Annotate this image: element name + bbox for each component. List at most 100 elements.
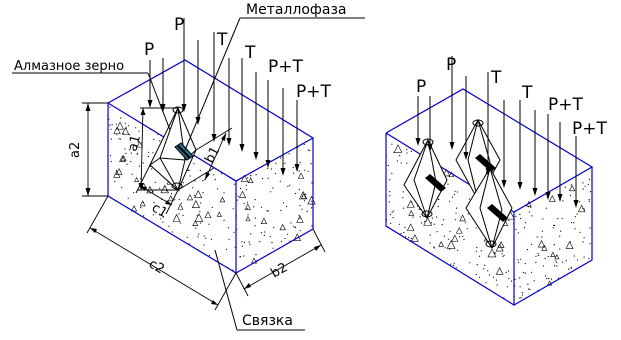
bond-grit-dot [309, 149, 311, 151]
load-arrow-head [427, 144, 433, 152]
bond-grit-mark [550, 251, 556, 257]
bond-grit-dot [270, 168, 272, 170]
bond-grit-dot [162, 221, 164, 223]
bond-grit-dot [570, 221, 573, 224]
bond-grit-dot [211, 206, 213, 208]
bond-grit-mark [172, 213, 181, 222]
bond-grit-dot [237, 195, 239, 197]
bond-grit-dot [488, 274, 491, 276]
bond-grit-dot [559, 235, 561, 237]
bond-grit-mark [296, 215, 304, 223]
bond-grit-dot [389, 214, 391, 216]
bond-grit-dot [289, 184, 291, 186]
bond-grit-mark [554, 254, 560, 260]
bond-grit-dot [174, 199, 176, 201]
bond-grit-dot [402, 207, 405, 209]
bond-grit-dot [511, 280, 513, 282]
bond-grit-dot [556, 262, 558, 264]
bond-grit-dot [299, 217, 301, 219]
left-dimension-arrows [85, 103, 321, 305]
bond-grit-dot [541, 230, 544, 232]
load-arrow-head [147, 100, 153, 108]
bond-grit-dot [198, 233, 200, 235]
bond-grit-mark [455, 226, 463, 234]
bond-grit-mark [121, 127, 130, 135]
diamond-grain-leader [147, 72, 171, 131]
bond-grit-dot [437, 206, 439, 208]
bond-grit-dot [299, 161, 301, 164]
bond-grit-dot [271, 242, 273, 244]
bond-grit-dot [391, 172, 393, 174]
bond-grit-dot [412, 216, 414, 218]
bond-grit-dot [298, 170, 300, 172]
bond-grit-dot [398, 223, 400, 225]
bond-grit-mark [260, 217, 268, 224]
bond-grit-dot [583, 237, 585, 239]
bond-grit-dot [456, 191, 459, 193]
bond-grit-dot [303, 143, 305, 145]
bond-grit-dot [200, 222, 202, 224]
bond-grit-dot [241, 245, 243, 247]
bond-grit-dot [239, 256, 242, 258]
bond-grit-dot [217, 188, 219, 190]
bond-grit-dot [400, 162, 402, 164]
bond-grit-dot [128, 134, 131, 136]
bond-grit-dot [153, 202, 155, 204]
bond-texture-side-right [513, 178, 593, 299]
bond-grit-dot [469, 262, 471, 264]
bond-grit-dot [582, 241, 584, 243]
bond-grit-dot [515, 228, 517, 230]
bond-grit-dot [408, 237, 410, 239]
bond-grit-dot [299, 205, 301, 207]
bond-grit-dot [249, 243, 251, 245]
bond-grit-dot [159, 140, 161, 142]
bond-grit-dot [136, 152, 139, 154]
label-metallophase: Металлофаза [246, 2, 346, 18]
bond-grit-dot [391, 211, 393, 213]
bond-grit-dot [536, 236, 538, 238]
bond-grit-dot [147, 155, 149, 158]
bond-grit-dot [436, 231, 438, 233]
label-c1: c1 [149, 200, 170, 221]
bond-grit-dot [406, 152, 408, 154]
bond-grit-dot [434, 247, 436, 249]
bond-grit-dot [573, 255, 576, 257]
bond-grit-dot [456, 207, 458, 209]
bond-grit-dot [449, 200, 451, 202]
bond-grit-dot [310, 207, 313, 209]
load-arrow-head [501, 180, 507, 188]
bond-grit-dot [557, 218, 559, 220]
bond-grit-dot [310, 163, 312, 165]
bond-grit-dot [182, 182, 184, 184]
bond-grit-dot [140, 207, 142, 209]
bond-grit-dot [520, 258, 522, 260]
bond-grit-dot [109, 155, 112, 157]
bond-grit-dot [116, 134, 118, 136]
bond-grit-mark [438, 241, 444, 247]
bond-grit-dot [192, 187, 194, 189]
left-side-face-edge [235, 138, 314, 274]
bond-grit-dot [574, 228, 576, 230]
bond-grit-dot [520, 297, 522, 299]
bond-grit-dot [410, 150, 412, 153]
bond-grit-dot [588, 178, 591, 180]
bond-grit-mark [186, 193, 194, 201]
bond-grit-mark [244, 203, 251, 210]
bond-grit-mark [120, 155, 127, 162]
bond-grit-dot [410, 237, 412, 239]
bond-grit-dot [126, 163, 128, 165]
bond-grit-dot [524, 263, 526, 265]
bond-grit-dot [570, 184, 572, 186]
bond-grit-dot [160, 218, 162, 220]
bond-grit-dot [411, 201, 413, 203]
bond-grit-dot [517, 259, 519, 261]
bond-grit-dot [390, 222, 392, 224]
bond-grit-mark [568, 184, 576, 192]
bond-grit-dot [153, 139, 155, 141]
bond-grit-mark [194, 189, 203, 199]
load-arrow-head [532, 188, 538, 196]
bond-grit-dot [529, 288, 531, 291]
bond-grit-dot [151, 168, 153, 170]
bond-grit-dot [253, 206, 255, 208]
